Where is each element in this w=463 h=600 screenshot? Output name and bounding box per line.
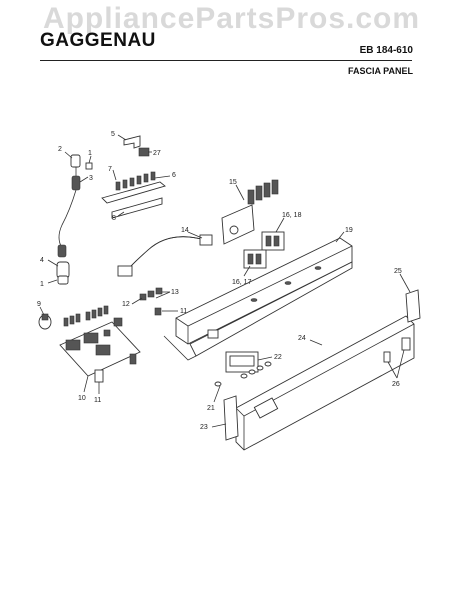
callout-9: 9 bbox=[37, 301, 41, 308]
switch-group-16 bbox=[243, 231, 285, 269]
callout-16-18: 16, 18 bbox=[282, 212, 302, 219]
display-module-22 bbox=[214, 351, 272, 387]
callout-2: 2 bbox=[58, 146, 62, 153]
callout-8: 8 bbox=[112, 215, 116, 222]
callout-19: 19 bbox=[345, 227, 353, 234]
watermark: AppliancePartsPros.com bbox=[42, 2, 421, 35]
callout-1: 1 bbox=[88, 150, 92, 157]
callout-24: 24 bbox=[298, 335, 306, 342]
callout-10: 10 bbox=[78, 395, 86, 402]
callout-1c: 1 bbox=[40, 281, 44, 288]
terminal-strip-rail bbox=[101, 171, 166, 219]
callout-14: 14 bbox=[181, 227, 189, 234]
callout-11a: 11 bbox=[180, 308, 187, 315]
plugs-12-13 bbox=[139, 287, 163, 316]
callout-26: 26 bbox=[392, 381, 400, 388]
callout-27: 27 bbox=[153, 150, 161, 157]
pcb-board-10 bbox=[59, 305, 141, 377]
callout-6: 6 bbox=[172, 172, 176, 179]
callout-11b: 11 bbox=[94, 397, 101, 404]
callout-labels: 2 1 3 4 1 5 27 7 6 8 15 14 16, 18 16, 17… bbox=[37, 131, 402, 431]
knob-9 bbox=[38, 313, 52, 330]
callout-21: 21 bbox=[207, 405, 215, 412]
section-title: FASCIA PANEL bbox=[347, 66, 413, 76]
callout-13: 13 bbox=[171, 289, 179, 296]
callout-12: 12 bbox=[122, 301, 130, 308]
bracket-5 bbox=[123, 135, 150, 157]
callout-23: 23 bbox=[200, 424, 208, 431]
callout-25: 25 bbox=[394, 268, 402, 275]
callout-16-17: 16, 17 bbox=[232, 279, 252, 286]
ribbon-cable-14 bbox=[117, 234, 213, 277]
model-number: EB 184-610 bbox=[359, 45, 413, 56]
callout-15: 15 bbox=[229, 179, 237, 186]
callout-22: 22 bbox=[274, 354, 282, 361]
callout-3: 3 bbox=[89, 175, 93, 182]
fascia-frame-19 bbox=[163, 237, 353, 361]
front-panel-24 bbox=[235, 315, 415, 451]
callout-5: 5 bbox=[111, 131, 115, 138]
end-cap-25 bbox=[405, 289, 421, 323]
header-rule bbox=[40, 60, 412, 61]
end-cap-23 bbox=[223, 395, 239, 441]
spacer-11 bbox=[94, 369, 104, 390]
brand-logo: GAGGENAU bbox=[40, 30, 156, 51]
callout-4: 4 bbox=[40, 257, 44, 264]
relay-module-15 bbox=[221, 179, 279, 245]
leader-lines bbox=[39, 134, 411, 428]
callout-7: 7 bbox=[108, 166, 112, 173]
clips-26 bbox=[383, 337, 411, 363]
wire-harness-left bbox=[56, 154, 93, 285]
